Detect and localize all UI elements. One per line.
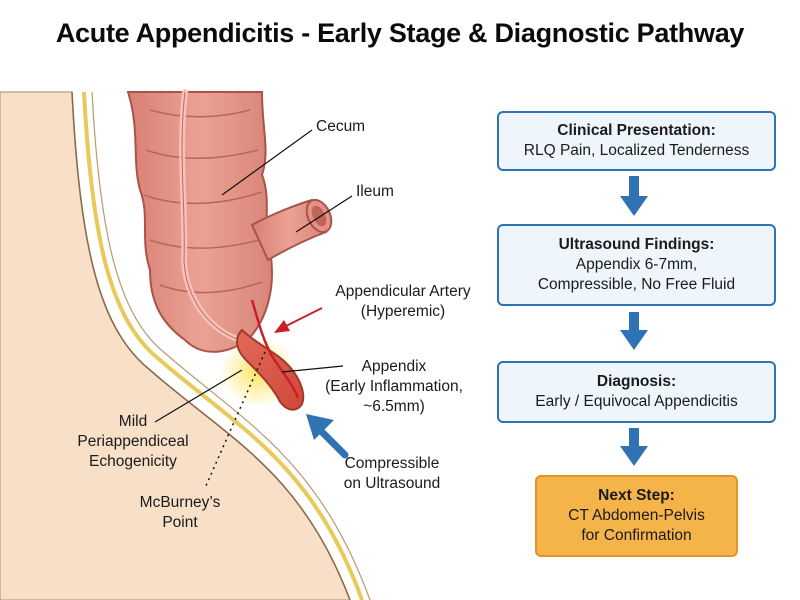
compressible-label-line1: Compressible bbox=[344, 455, 440, 472]
appendix-label-line2: (Early Inflammation, bbox=[325, 378, 463, 395]
pathway-box-heading: Next Step: bbox=[598, 487, 675, 504]
leader-mcburney bbox=[204, 351, 266, 489]
appendix-label-line3: ~6.5mm) bbox=[363, 398, 425, 415]
label-cecum: Cecum bbox=[316, 118, 366, 135]
label-appendix: Appendix (Early Inflammation, ~6.5mm) bbox=[314, 357, 474, 417]
pathway-box-heading: Clinical Presentation: bbox=[557, 122, 716, 139]
label-mcburney: McBurney’s Point bbox=[130, 493, 230, 533]
leader-ileum bbox=[295, 195, 353, 233]
echo-label-line3: Echogenicity bbox=[89, 453, 177, 470]
pathway-box-clinical-presentation: Clinical Presentation: RLQ Pain, Localiz… bbox=[497, 111, 776, 171]
wall-layer-fat bbox=[82, 91, 364, 600]
artery-pointer-head bbox=[274, 320, 290, 333]
pathway-box-line: RLQ Pain, Localized Tenderness bbox=[523, 142, 750, 159]
mcburney-label-line2: Point bbox=[162, 514, 198, 531]
appendix-shape bbox=[236, 328, 305, 411]
leader-echogenicity bbox=[154, 369, 243, 423]
leader-appendix bbox=[281, 365, 344, 373]
pathway-box-line: Appendix 6-7mm, bbox=[575, 256, 698, 273]
wall-layer-outer bbox=[71, 91, 351, 600]
page-title: Acute Appendicitis - Early Stage & Diagn… bbox=[55, 18, 745, 48]
mcburney-label-line1: McBurney’s bbox=[139, 494, 221, 511]
label-compressible: Compressible on Ultrasound bbox=[328, 454, 456, 494]
pathway-box-line: for Confirmation bbox=[581, 527, 692, 544]
compression-arrow-head bbox=[306, 414, 334, 440]
pathway-box-line: Compressible, No Free Fluid bbox=[537, 276, 736, 293]
artery-label-line2: (Hyperemic) bbox=[360, 303, 446, 320]
echo-label-line2: Periappendiceal bbox=[77, 433, 189, 450]
pathway-box-line: Early / Equivocal Appendicitis bbox=[535, 393, 738, 410]
wall-layer-inner bbox=[91, 91, 371, 600]
label-ileum: Ileum bbox=[356, 183, 394, 200]
label-echogenicity: Mild Periappendiceal Echogenicity bbox=[58, 412, 208, 472]
appendix-label-line1: Appendix bbox=[361, 358, 427, 375]
artery-pointer-arrow bbox=[281, 307, 323, 329]
echo-label-line1: Mild bbox=[118, 413, 148, 430]
artery-label-line1: Appendicular Artery bbox=[335, 283, 471, 300]
pathway-box-heading: Diagnosis: bbox=[596, 373, 677, 390]
appendicular-artery bbox=[250, 299, 300, 399]
compressible-label-line2: on Ultrasound bbox=[343, 475, 441, 492]
pathway-box-next-step: Next Step: CT Abdomen-Pelvis for Confirm… bbox=[535, 475, 738, 557]
pathway-box-line: CT Abdomen-Pelvis bbox=[568, 507, 705, 524]
compression-arrow-shaft bbox=[314, 424, 349, 459]
pathway-box-heading: Ultrasound Findings: bbox=[558, 236, 715, 253]
leader-cecum bbox=[221, 129, 313, 196]
label-appendicular-artery: Appendicular Artery (Hyperemic) bbox=[318, 282, 488, 322]
pathway-box-ultrasound-findings: Ultrasound Findings: Appendix 6-7mm, Com… bbox=[497, 224, 776, 306]
pathway-box-diagnosis: Diagnosis: Early / Equivocal Appendiciti… bbox=[497, 361, 776, 423]
